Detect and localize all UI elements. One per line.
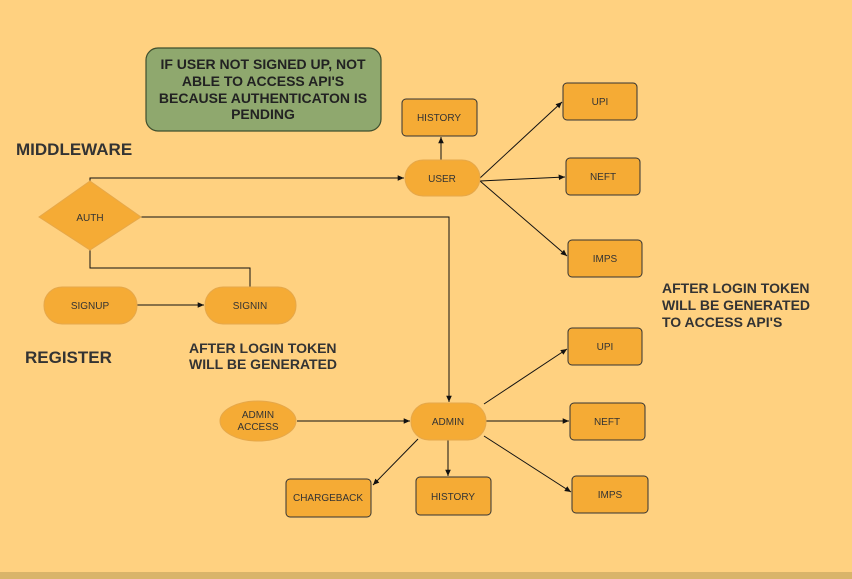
node-admin-upi-label: UPI — [597, 342, 614, 353]
node-admin[interactable]: ADMIN — [410, 402, 487, 441]
node-admin-upi[interactable]: UPI — [567, 327, 643, 366]
node-user-imps-label: IMPS — [593, 254, 618, 265]
node-admin-neft-label: NEFT — [594, 417, 620, 428]
node-user-upi-label: UPI — [592, 97, 609, 108]
node-admin-label: ADMIN — [432, 417, 464, 428]
edge-user-imps — [479, 180, 568, 257]
node-chargeback-label: CHARGEBACK — [293, 493, 363, 504]
signin-token-line-2: WILL BE GENERATED — [189, 356, 337, 372]
node-user-imps[interactable]: IMPS — [567, 239, 643, 278]
node-auth[interactable]: AUTH — [38, 180, 142, 251]
api-token-annotation: AFTER LOGIN TOKEN WILL BE GENERATED TO A… — [662, 280, 810, 330]
note-line-3: BECAUSE AUTHENTICATON IS — [159, 90, 367, 106]
node-admin-neft[interactable]: NEFT — [569, 402, 646, 441]
node-admin-history[interactable]: HISTORY — [415, 476, 492, 516]
api-token-line-1: AFTER LOGIN TOKEN — [662, 280, 810, 296]
note-line-4: PENDING — [231, 106, 295, 122]
node-user-label: USER — [428, 174, 456, 185]
node-auth-label: AUTH — [76, 213, 103, 224]
edge-user-neft — [479, 174, 566, 182]
edge-auth-admin — [141, 216, 452, 402]
node-user-history[interactable]: HISTORY — [401, 98, 478, 137]
signin-token-annotation: AFTER LOGIN TOKEN WILL BE GENERATED — [189, 340, 337, 372]
node-user-neft[interactable]: NEFT — [565, 157, 641, 196]
node-chargeback[interactable]: CHARGEBACK — [285, 478, 372, 518]
api-token-line-2: WILL BE GENERATED — [662, 297, 810, 313]
node-signin-label: SIGNIN — [233, 301, 267, 312]
node-signin[interactable]: SIGNIN — [204, 286, 297, 325]
node-user[interactable]: USER — [404, 159, 481, 197]
edge-admin-chargeback — [372, 438, 419, 486]
node-admin-access-label-1: ADMIN — [242, 410, 274, 421]
edges — [87, 101, 572, 493]
note-line-2: ABLE TO ACCESS API'S — [182, 73, 344, 89]
edge-auth-user — [89, 175, 404, 196]
note-line-1: IF USER NOT SIGNED UP, NOT — [160, 56, 366, 72]
node-user-upi[interactable]: UPI — [562, 82, 638, 121]
register-heading: REGISTER — [25, 348, 112, 367]
node-signup-label: SIGNUP — [71, 301, 110, 312]
bottom-strip — [0, 572, 852, 579]
edge-signin-auth — [87, 240, 251, 287]
node-signup[interactable]: SIGNUP — [43, 286, 138, 325]
node-admin-history-label: HISTORY — [431, 492, 475, 503]
signin-token-line-1: AFTER LOGIN TOKEN — [189, 340, 337, 356]
api-token-line-3: TO ACCESS API'S — [662, 314, 782, 330]
middleware-heading: MIDDLEWARE — [16, 140, 132, 159]
note-box: IF USER NOT SIGNED UP, NOT ABLE TO ACCES… — [145, 47, 382, 132]
node-user-history-label: HISTORY — [417, 113, 461, 124]
node-admin-access-label-2: ACCESS — [237, 422, 278, 433]
edge-admin-imps — [483, 435, 572, 493]
node-user-neft-label: NEFT — [590, 172, 616, 183]
node-admin-access[interactable]: ADMIN ACCESS — [219, 400, 297, 442]
edge-user-upi — [479, 101, 563, 179]
node-admin-imps[interactable]: IMPS — [571, 475, 649, 514]
node-admin-imps-label: IMPS — [598, 490, 623, 501]
edge-admin-upi — [483, 348, 568, 405]
